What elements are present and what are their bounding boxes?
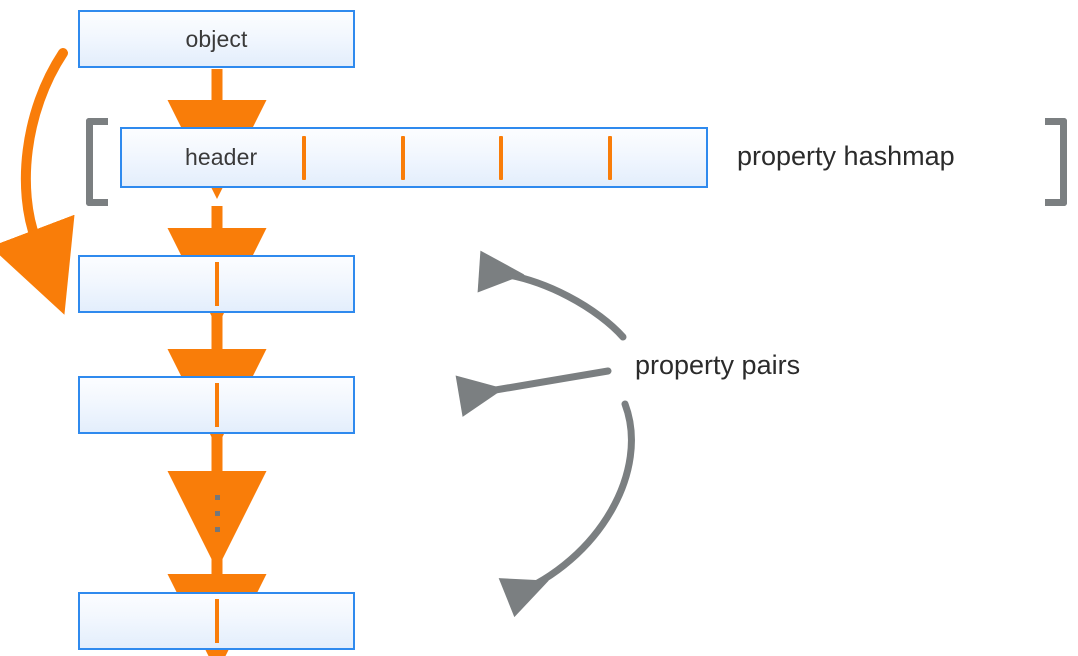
ellipsis-dot-1 [215,495,220,500]
box-object-label: object [185,25,248,52]
label-property-hashmap: property hashmap [737,141,955,171]
hashmap-divider-2 [401,136,405,180]
chain-strut-pair-1 [215,262,219,306]
gray-arrow-to-pairn [498,400,635,618]
box-header-label: header [185,144,258,170]
gray-arrow-to-pair2 [455,367,612,417]
gray-arrow-to-pair1 [477,250,627,341]
bracket-left-hashmap [86,118,108,206]
box-object[interactable]: object [78,10,355,68]
bracket-right-hashmap [1045,118,1067,206]
label-property-pairs: property pairs [635,350,801,380]
hashmap-divider-1 [302,136,306,180]
hashmap-divider-3 [499,136,503,180]
ellipsis-dot-3 [215,527,220,532]
hashmap-divider-4 [608,136,612,180]
chain-strut-pair-2 [215,383,219,427]
ellipsis-dot-2 [215,511,220,516]
orange-curved-arrow-object-to-pair1 [0,48,75,315]
chain-strut-pair-n [215,599,219,643]
box-header-hashmap-row[interactable]: header [120,127,708,188]
